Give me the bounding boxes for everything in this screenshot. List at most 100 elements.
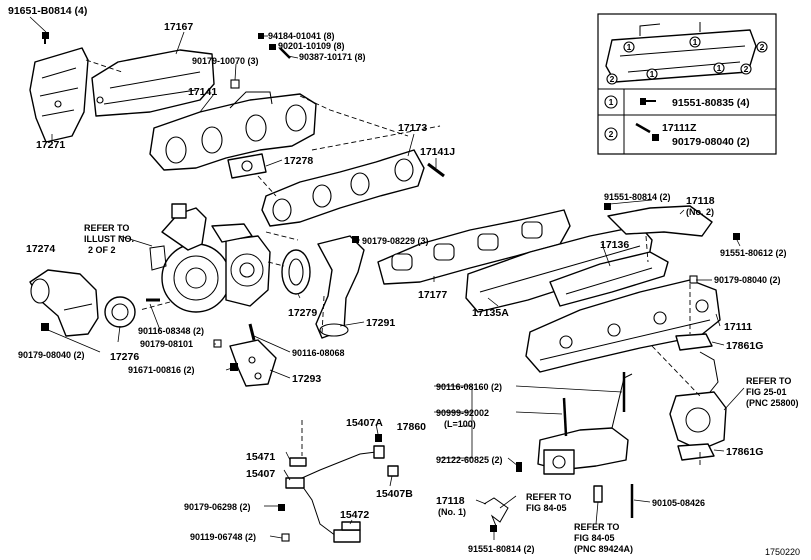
label-92122-60825: 92122-60825 (2) — [436, 455, 503, 465]
stud-icon — [562, 397, 568, 437]
label-90201-10109: 90201-10109 (8) — [278, 41, 345, 51]
label-17271: 17271 — [36, 139, 65, 151]
sensor-icon — [593, 485, 603, 503]
turbocharger-assembly — [149, 203, 271, 313]
label-90116-08348: 90116-08348 (2) — [138, 326, 204, 336]
label-17278: 17278 — [284, 155, 313, 167]
label-91551-80612: 91551-80612 (2) — [720, 248, 787, 258]
label-90179-08101: 90179-08101 — [140, 339, 193, 349]
exhaust-manifold-17111 — [525, 279, 721, 373]
label-91671-00816: 91671-00816 (2) — [128, 365, 195, 375]
label-15472: 15472 — [340, 509, 369, 521]
label-17118-top: 17118 — [686, 195, 715, 207]
bolt-icon-15407a — [375, 434, 382, 442]
bracket-17118-no2 — [607, 205, 713, 237]
bolt-icon — [516, 462, 522, 472]
gasket-17861g-1 — [675, 333, 713, 351]
label-91551-80814-top: 91551-80814 (2) — [604, 192, 671, 202]
nut-icon — [652, 134, 659, 141]
label-91651-b0814: 91651-B0814 (4) — [8, 5, 87, 17]
label-17291: 17291 — [366, 317, 395, 329]
part-labels: 91651-B0814 (4) 17167 17271 94184-01041 … — [8, 5, 800, 557]
label-17111: 17111 — [724, 321, 752, 333]
label-refer-fig25-line1: REFER TO — [746, 376, 791, 386]
label-90179-08040-right: 90179-08040 (2) — [714, 275, 781, 285]
bolt-icon — [490, 525, 497, 532]
nut-icon — [689, 275, 698, 284]
gasket-17278 — [227, 153, 267, 179]
heat-insulator-17271 — [29, 47, 89, 143]
inset-row2-part-b: 90179-08040 (2) — [672, 136, 750, 148]
leader-lines — [29, 16, 745, 540]
label-90387-10171: 90387-10171 (8) — [299, 52, 366, 62]
label-94184-01041: 94184-01041 (8) — [268, 31, 335, 41]
label-17861g-1: 17861G — [726, 340, 763, 352]
bolt-icon — [604, 203, 611, 210]
label-17118-top-sub: (No. 2) — [686, 207, 714, 217]
label-15407a: 15407A — [346, 417, 383, 429]
stud-icon — [635, 122, 651, 134]
bolt-icon — [42, 32, 49, 44]
egr-valve-assembly — [669, 351, 727, 451]
bolt-icon — [258, 33, 264, 39]
label-17276: 17276 — [110, 351, 139, 363]
inset-callout-1a: 1 — [627, 42, 632, 52]
label-15407: 15407 — [246, 468, 275, 480]
label-90179-06298: 90179-06298 (2) — [184, 502, 251, 512]
nut-icon — [269, 44, 276, 50]
nut-icon — [230, 79, 240, 89]
label-refer-illust-line1: REFER TO — [84, 223, 129, 233]
label-17136: 17136 — [600, 239, 629, 251]
label-refer-fig84-b-line3: (PNC 89424A) — [574, 544, 633, 554]
heat-insulator-17167 — [91, 49, 215, 117]
gasket-17279 — [281, 249, 311, 295]
nut-icon — [213, 339, 222, 348]
bracket-17293 — [229, 339, 277, 387]
label-90119-06748: 90119-06748 (2) — [190, 532, 256, 542]
inset-row2-part-a: 17111Z — [662, 122, 697, 134]
diagram-id: 1750220 — [765, 547, 800, 557]
nut-icon — [281, 533, 290, 542]
inset-callout-1d: 1 — [717, 63, 722, 73]
label-90999-92002-sub: (L=100) — [444, 419, 476, 429]
label-17167: 17167 — [164, 21, 193, 33]
label-17279: 17279 — [288, 307, 317, 319]
label-90179-10070: 90179-10070 (3) — [192, 56, 259, 66]
inset-callout-2b: 2 — [760, 42, 765, 52]
exhaust-manifold-17141 — [149, 91, 317, 171]
label-91551-80814-bot: 91551-80814 (2) — [468, 544, 535, 554]
inset-row2-key: 2 — [609, 129, 614, 139]
stud-icon — [248, 323, 256, 341]
bolt-icon — [733, 233, 740, 240]
label-17118-bot: 17118 — [436, 495, 465, 507]
label-17293: 17293 — [292, 373, 321, 385]
bolt-icon — [230, 363, 238, 371]
label-17861g-2: 17861G — [726, 446, 763, 458]
label-17141j: 17141J — [420, 146, 455, 158]
label-refer-fig25-line3: (PNC 25800) — [746, 398, 799, 408]
bolt-icon — [640, 98, 656, 105]
air-intake-elbow-17274 — [29, 269, 99, 337]
label-90116-08160: 90116-08160 (2) — [436, 382, 502, 392]
inset-callout-2c: 2 — [744, 64, 749, 74]
label-90179-08040-left: 90179-08040 (2) — [18, 350, 85, 360]
nut-icon — [352, 236, 359, 243]
egr-pipe-17860 — [537, 373, 633, 475]
label-17173: 17173 — [398, 122, 427, 134]
label-refer-fig84-a-line1: REFER TO — [526, 492, 571, 502]
label-17274: 17274 — [26, 243, 55, 255]
label-90179-08229: 90179-08229 (3) — [362, 236, 429, 246]
gasket-17276 — [104, 296, 136, 328]
inset-row1-part: 91551-80835 (4) — [672, 97, 750, 109]
inset-row1-key: 1 — [609, 97, 614, 107]
label-17118-bot-sub: (No. 1) — [438, 507, 466, 517]
inset-box: 1 1 1 1 2 2 2 1 91551-80835 (4) 2 17111Z… — [597, 13, 777, 155]
inset-callout-2a: 2 — [610, 74, 615, 84]
label-15407b: 15407B — [376, 488, 413, 500]
label-refer-illust-line2: ILLUST NO. — [84, 234, 134, 244]
label-17135a: 17135A — [472, 307, 509, 319]
label-refer-fig84-b-line2: FIG 84-05 — [574, 533, 615, 543]
oil-pipe-15407 — [285, 445, 385, 543]
inset-callout-1c: 1 — [650, 69, 655, 79]
label-90105-08426: 90105-08426 — [652, 498, 705, 508]
